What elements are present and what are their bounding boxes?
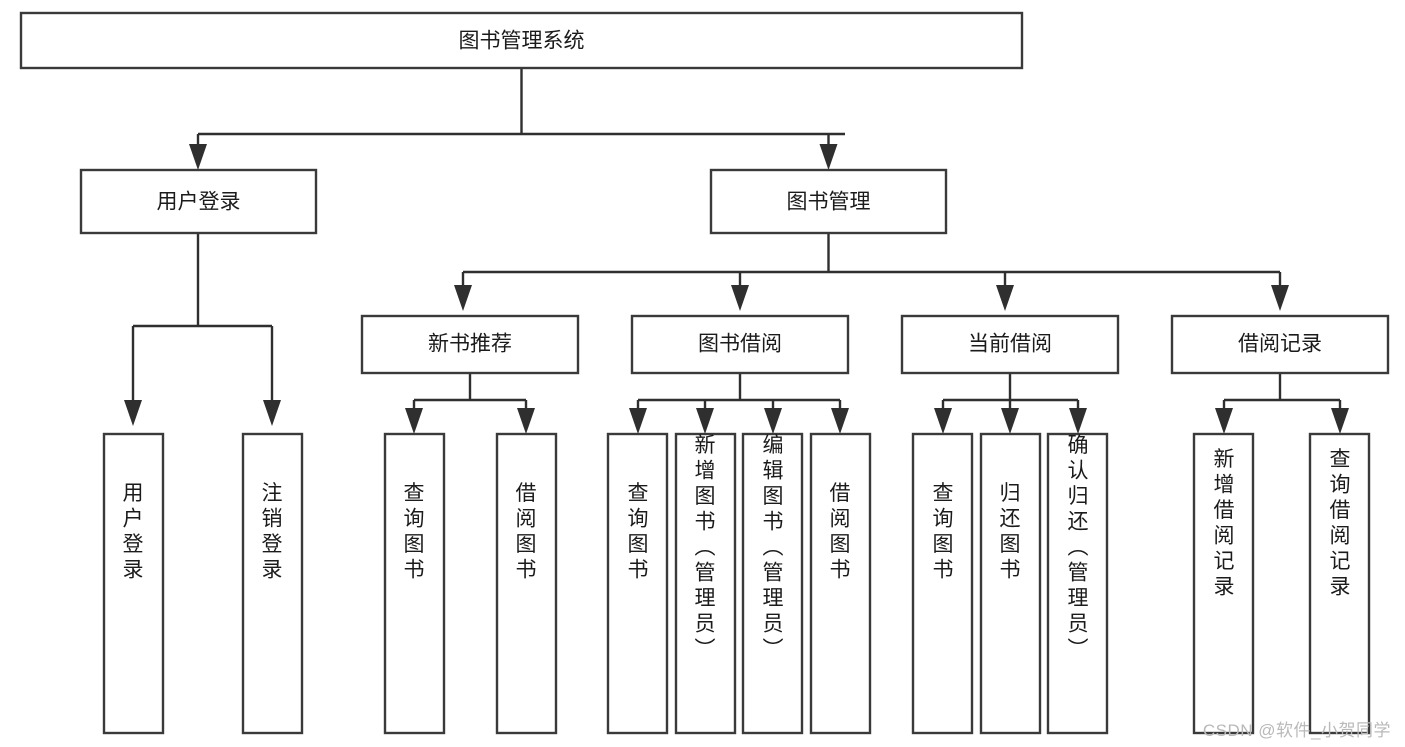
arrow-to-leaf-confirm-return (1069, 408, 1087, 434)
arrow-to-leaf-query-book-3 (934, 408, 952, 434)
node-current-borrow-label: 当前借阅 (968, 333, 1052, 356)
node-leaf-borrow-book-1-label: 借阅图书 (516, 482, 537, 582)
node-root-label: 图书管理系统 (459, 30, 585, 53)
node-new-book-recommend[interactable]: 新书推荐 (360, 314, 580, 375)
node-user-login[interactable]: 用户登录 (79, 168, 318, 235)
node-new-book-recommend-label: 新书推荐 (428, 333, 512, 356)
node-leaf-borrow-book-1-box[interactable] (495, 432, 558, 735)
node-leaf-return-book-label: 归还图书 (1000, 482, 1021, 582)
node-leaf-borrow-book-2[interactable]: 借阅图书 (809, 432, 872, 735)
node-borrow-record-box[interactable] (1170, 314, 1390, 375)
arrow-to-leaf-query-book-1 (405, 408, 423, 434)
node-leaf-confirm-return[interactable]: 确认归还︵管理员︶ (1046, 432, 1109, 735)
node-leaf-user-login[interactable]: 用户登录 (102, 432, 165, 735)
node-leaf-query-book-3-box[interactable] (911, 432, 974, 735)
node-leaf-add-book-label: 新增图书︵管理员︶ (695, 434, 716, 661)
arrow-to-current-borrow (996, 285, 1014, 311)
node-leaf-logout-label: 注销登录 (262, 482, 283, 582)
node-new-book-recommend-box[interactable] (360, 314, 580, 375)
arrow-to-leaf-borrow-book-1 (517, 408, 535, 434)
node-book-manage-label: 图书管理 (787, 191, 871, 214)
node-root[interactable]: 图书管理系统 (19, 11, 1024, 70)
node-leaf-logout-box[interactable] (241, 432, 304, 735)
node-leaf-query-book-3[interactable]: 查询图书 (911, 432, 974, 735)
node-leaf-query-book-1-box[interactable] (383, 432, 446, 735)
node-leaf-query-record-box[interactable] (1308, 432, 1371, 735)
node-leaf-borrow-book-2-box[interactable] (809, 432, 872, 735)
node-root-box[interactable] (19, 11, 1024, 70)
node-leaf-confirm-return-label: 确认归还︵管理员︶ (1068, 434, 1089, 661)
node-borrow-record-label: 借阅记录 (1238, 333, 1322, 356)
leaf-layer: 用户登录 注销登录 查询图书 借阅图书 查询图书 新增图书︵管理员︶ (102, 432, 1371, 735)
node-leaf-edit-book-label: 编辑图书︵管理员︶ (763, 434, 784, 661)
node-leaf-add-record[interactable]: 新增借阅记录 (1192, 432, 1255, 735)
node-current-borrow[interactable]: 当前借阅 (900, 314, 1120, 375)
node-book-manage-box[interactable] (709, 168, 948, 235)
csdn-watermark: CSDN @软件_小贺同学 (1202, 721, 1391, 740)
node-leaf-add-book-box[interactable] (674, 432, 737, 735)
node-leaf-edit-book-box[interactable] (741, 432, 804, 735)
node-leaf-query-book-1-label: 查询图书 (404, 482, 425, 582)
arrow-to-leaf-query-book-2 (629, 408, 647, 434)
node-leaf-add-book[interactable]: 新增图书︵管理员︶ (674, 432, 737, 735)
node-leaf-logout[interactable]: 注销登录 (241, 432, 304, 735)
node-user-login-box[interactable] (79, 168, 318, 235)
node-leaf-add-record-label: 新增借阅记录 (1214, 448, 1235, 599)
connector-layer (124, 68, 1349, 434)
arrow-to-new-book-recommend (454, 285, 472, 311)
arrow-to-leaf-add-book (696, 408, 714, 434)
node-book-borrow[interactable]: 图书借阅 (630, 314, 850, 375)
node-leaf-query-record-label: 查询借阅记录 (1330, 448, 1351, 599)
arrow-to-leaf-borrow-book-2 (831, 408, 849, 434)
node-leaf-add-record-box[interactable] (1192, 432, 1255, 735)
arrow-to-book-manage (819, 144, 838, 170)
node-leaf-borrow-book-2-label: 借阅图书 (830, 482, 851, 582)
node-leaf-query-book-1[interactable]: 查询图书 (383, 432, 446, 735)
node-leaf-return-book-box[interactable] (979, 432, 1042, 735)
arrow-to-leaf-return-book (1001, 408, 1019, 434)
node-leaf-user-login-label: 用户登录 (123, 482, 144, 582)
arrow-to-user-login (189, 144, 207, 170)
node-leaf-borrow-book-1[interactable]: 借阅图书 (495, 432, 558, 735)
node-book-borrow-label: 图书借阅 (698, 333, 782, 356)
node-leaf-query-book-2[interactable]: 查询图书 (606, 432, 669, 735)
node-leaf-confirm-return-box[interactable] (1046, 432, 1109, 735)
node-book-borrow-box[interactable] (630, 314, 850, 375)
node-leaf-return-book[interactable]: 归还图书 (979, 432, 1042, 735)
arrow-to-book-borrow (731, 285, 749, 311)
node-leaf-query-record[interactable]: 查询借阅记录 (1308, 432, 1371, 735)
arrow-to-leaf-logout (263, 400, 281, 426)
node-leaf-query-book-2-box[interactable] (606, 432, 669, 735)
node-leaf-edit-book[interactable]: 编辑图书︵管理员︶ (741, 432, 804, 735)
arrow-to-leaf-add-record (1215, 408, 1233, 434)
node-current-borrow-box[interactable] (900, 314, 1120, 375)
node-leaf-query-book-2-label: 查询图书 (628, 482, 649, 582)
node-borrow-record[interactable]: 借阅记录 (1170, 314, 1390, 375)
node-user-login-label: 用户登录 (157, 191, 241, 214)
arrow-to-borrow-record (1271, 285, 1289, 311)
arrow-to-leaf-query-record (1331, 408, 1349, 434)
arrow-to-leaf-edit-book (764, 408, 782, 434)
node-book-manage[interactable]: 图书管理 (709, 168, 948, 235)
arrow-to-leaf-user-login (124, 400, 142, 426)
node-leaf-user-login-box[interactable] (102, 432, 165, 735)
node-leaf-query-book-3-label: 查询图书 (933, 482, 954, 582)
